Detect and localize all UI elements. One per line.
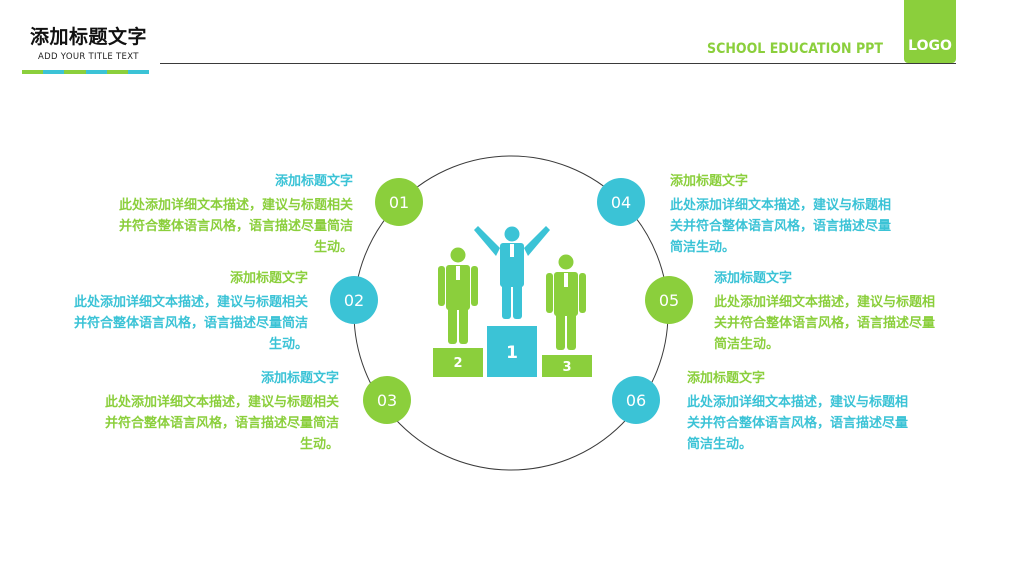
step-03-badge: 03	[363, 376, 411, 424]
step-01-title: 添加标题文字	[274, 174, 353, 189]
podium-label-first: 1	[506, 343, 518, 363]
step-06-line-3: 简洁生动。	[687, 437, 753, 452]
step-05-line-3: 简洁生动。	[714, 337, 780, 352]
person-third-icon	[546, 254, 586, 350]
step-06-body: 此处添加详细文本描述，建议与标题相 关并符合整体语言风格，语言描述尽量 简洁生动…	[687, 392, 987, 455]
step-01-line-3: 生动。	[313, 240, 353, 255]
podium-label-second: 2	[453, 356, 462, 371]
step-03-line-1: 此处添加详细文本描述，建议与标题相关	[104, 395, 339, 410]
step-04-title: 添加标题文字	[670, 174, 749, 189]
step-06-line-2: 关并符合整体语言风格，语言描述尽量	[687, 416, 909, 431]
step-03-title: 添加标题文字	[260, 371, 339, 386]
podium-third	[542, 355, 592, 377]
step-06-badge: 06	[612, 376, 660, 424]
color-stripe	[22, 70, 150, 74]
step-03-text: 添加标题文字 此处添加详细文本描述，建议与标题相关 并符合整体语言风格，语言描述…	[39, 367, 339, 455]
page-title: 添加标题文字	[30, 26, 148, 48]
step-01-badge: 01	[375, 178, 423, 226]
step-05-body: 此处添加详细文本描述，建议与标题相 关并符合整体语言风格，语言描述尽量 简洁生动…	[714, 292, 1014, 355]
step-03-body: 此处添加详细文本描述，建议与标题相关 并符合整体语言风格，语言描述尽量简洁 生动…	[39, 392, 339, 455]
brand-text: SCHOOL EDUCATION PPT	[707, 41, 884, 57]
step-06-text: 添加标题文字 此处添加详细文本描述，建议与标题相 关并符合整体语言风格，语言描述…	[687, 367, 987, 455]
step-05-text: 添加标题文字 此处添加详细文本描述，建议与标题相 关并符合整体语言风格，语言描述…	[714, 267, 1014, 355]
header-divider	[160, 63, 956, 64]
step-02-line-1: 此处添加详细文本描述，建议与标题相关	[73, 295, 308, 310]
step-01-line-2: 并符合整体语言风格，语言描述尽量简洁	[118, 219, 353, 234]
step-05-line-1: 此处添加详细文本描述，建议与标题相	[714, 295, 936, 310]
step-02-line-2: 并符合整体语言风格，语言描述尽量简洁	[73, 316, 308, 331]
page-subtitle: ADD YOUR TITLE TEXT	[38, 52, 139, 62]
step-06-title: 添加标题文字	[687, 371, 766, 386]
step-04-text: 添加标题文字 此处添加详细文本描述，建议与标题相 关并符合整体语言风格，语言描述…	[670, 170, 970, 258]
step-05-line-2: 关并符合整体语言风格，语言描述尽量	[714, 316, 936, 331]
logo-label: LOGO	[908, 38, 952, 54]
step-04-line-3: 简洁生动。	[670, 240, 736, 255]
podium-first	[487, 326, 537, 377]
step-02-body: 此处添加详细文本描述，建议与标题相关 并符合整体语言风格，语言描述尽量简洁 生动…	[8, 292, 308, 355]
step-04-line-2: 关并符合整体语言风格，语言描述尽量	[670, 219, 892, 234]
step-02-line-3: 生动。	[268, 337, 308, 352]
step-06-line-1: 此处添加详细文本描述，建议与标题相	[687, 395, 909, 410]
step-03-line-2: 并符合整体语言风格，语言描述尽量简洁	[104, 416, 339, 431]
person-first-icon	[474, 226, 550, 319]
person-second-icon	[438, 247, 478, 344]
step-05-title: 添加标题文字	[714, 271, 793, 286]
step-03-line-3: 生动。	[299, 437, 339, 452]
step-01-line-1: 此处添加详细文本描述，建议与标题相关	[118, 198, 353, 213]
podium-label-third: 3	[562, 360, 571, 375]
step-04-line-1: 此处添加详细文本描述，建议与标题相	[670, 198, 892, 213]
logo-badge: LOGO	[904, 0, 956, 63]
step-02-text: 添加标题文字 此处添加详细文本描述，建议与标题相关 并符合整体语言风格，语言描述…	[8, 267, 308, 355]
step-04-body: 此处添加详细文本描述，建议与标题相 关并符合整体语言风格，语言描述尽量 简洁生动…	[670, 195, 970, 258]
step-04-badge: 04	[597, 178, 645, 226]
step-02-title: 添加标题文字	[229, 271, 308, 286]
step-05-badge: 05	[645, 276, 693, 324]
step-01-text: 添加标题文字 此处添加详细文本描述，建议与标题相关 并符合整体语言风格，语言描述…	[53, 170, 353, 258]
podium-second	[433, 348, 483, 377]
step-01-body: 此处添加详细文本描述，建议与标题相关 并符合整体语言风格，语言描述尽量简洁 生动…	[53, 195, 353, 258]
step-02-badge: 02	[330, 276, 378, 324]
